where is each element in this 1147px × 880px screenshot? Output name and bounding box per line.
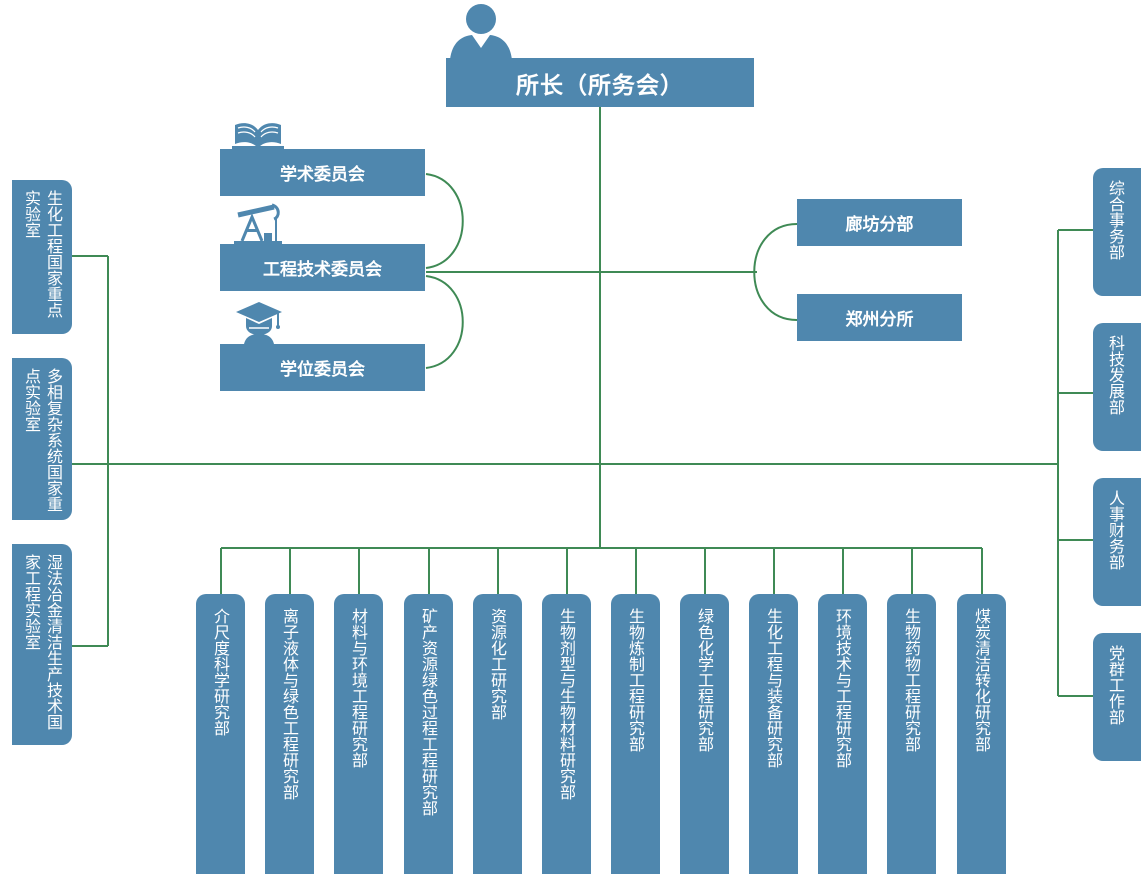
department-box: 生物剂型与生物材料研究部	[542, 594, 591, 874]
department-box: 生物炼制工程研究部	[611, 594, 660, 874]
graduate-cap-icon	[236, 302, 282, 344]
committee-arc-top	[425, 173, 464, 269]
department-label: 生物炼制工程研究部	[626, 608, 645, 752]
department-box: 绿色化学工程研究部	[680, 594, 729, 874]
branch-arc	[753, 223, 798, 321]
admin-hr-finance: 人事财务部	[1093, 478, 1141, 606]
department-box: 矿产资源绿色过程工程研究部	[404, 594, 453, 874]
committee-academic: 学术委员会	[220, 149, 425, 196]
department-label: 矿产资源绿色过程工程研究部	[419, 608, 438, 816]
admin-science-tech: 科技发展部	[1093, 323, 1141, 451]
branch-langfang: 廊坊分部	[797, 199, 962, 246]
department-label: 生物剂型与生物材料研究部	[557, 608, 576, 800]
admin-party: 党群工作部	[1093, 633, 1141, 761]
lab-label: 湿法冶金清洁生产技术国家工程实验室	[22, 554, 63, 730]
lab-multiphase: 多相复杂系统国家重点实验室	[12, 358, 72, 520]
department-box: 离子液体与绿色工程研究部	[265, 594, 314, 874]
committee-label: 学位委员会	[280, 360, 365, 380]
oil-pump-icon	[234, 203, 282, 245]
department-box: 环境技术与工程研究部	[818, 594, 867, 874]
lab-hydrometallurgy: 湿法冶金清洁生产技术国家工程实验室	[12, 544, 72, 745]
department-label: 生化工程与装备研究部	[764, 608, 783, 768]
department-box: 资源化工研究部	[473, 594, 522, 874]
department-label: 环境技术与工程研究部	[833, 608, 852, 768]
department-label: 离子液体与绿色工程研究部	[280, 608, 299, 800]
admin-label: 综合事务部	[1106, 180, 1125, 260]
department-label: 资源化工研究部	[488, 608, 507, 720]
admin-general-affairs: 综合事务部	[1093, 168, 1141, 296]
lab-label: 多相复杂系统国家重点实验室	[22, 368, 63, 512]
committee-label: 工程技术委员会	[263, 260, 382, 280]
branch-zhengzhou: 郑州分所	[797, 294, 962, 341]
department-box: 介尺度科学研究部	[196, 594, 245, 874]
admin-label: 科技发展部	[1106, 335, 1125, 415]
department-box: 材料与环境工程研究部	[334, 594, 383, 874]
admin-label: 党群工作部	[1106, 645, 1125, 725]
department-box: 煤炭清洁转化研究部	[957, 594, 1006, 874]
department-label: 煤炭清洁转化研究部	[972, 608, 991, 752]
branch-label: 郑州分所	[845, 310, 914, 330]
committee-degree: 学位委员会	[220, 344, 425, 391]
department-box: 生化工程与装备研究部	[749, 594, 798, 874]
person-icon	[450, 4, 512, 60]
department-box: 生物药物工程研究部	[887, 594, 936, 874]
branch-label: 廊坊分部	[845, 215, 914, 235]
lab-biochemical: 生化工程国家重点实验室	[12, 180, 72, 334]
director-label: 所长（所务会）	[516, 72, 684, 99]
open-book-icon	[232, 123, 284, 150]
department-label: 生物药物工程研究部	[902, 608, 921, 752]
department-label: 材料与环境工程研究部	[349, 608, 368, 768]
committee-label: 学术委员会	[280, 165, 365, 185]
department-label: 介尺度科学研究部	[211, 608, 230, 736]
director-box: 所长（所务会）	[446, 58, 754, 107]
admin-label: 人事财务部	[1106, 490, 1125, 570]
lab-label: 生化工程国家重点实验室	[22, 190, 63, 318]
committee-engineering: 工程技术委员会	[220, 244, 425, 291]
department-label: 绿色化学工程研究部	[695, 608, 714, 752]
committee-arc-bottom	[425, 275, 464, 369]
